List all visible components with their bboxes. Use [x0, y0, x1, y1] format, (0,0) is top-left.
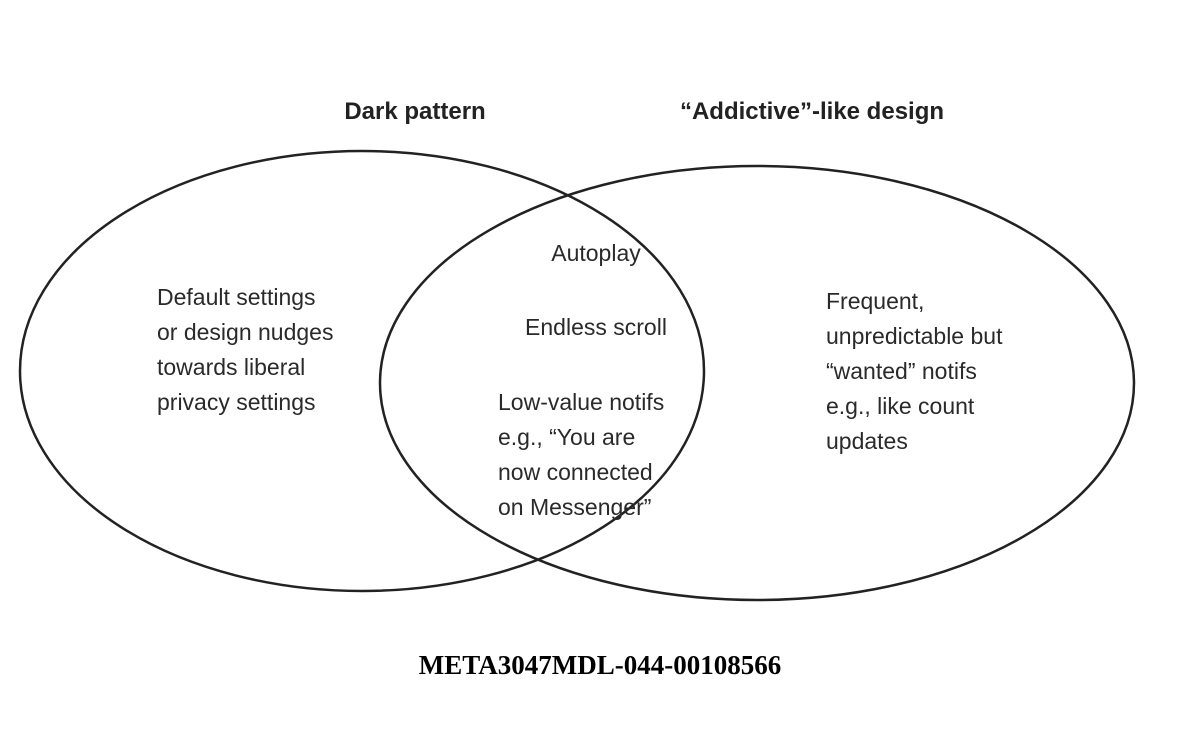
dark-pattern-title: Dark pattern	[344, 98, 486, 125]
bates-number: META3047MDL-044-00108566	[418, 650, 782, 680]
addictive-design-item: Frequent, unpredictable but “wanted” not…	[826, 288, 1003, 454]
addictive-design-title: “Addictive”-like design	[679, 98, 945, 125]
dark-pattern-item: Default settings or design nudges toward…	[157, 284, 334, 415]
addictive-design-ellipse	[378, 164, 1136, 602]
overlap-item-endless-scroll: Endless scroll	[525, 314, 667, 340]
overlap-item-autoplay: Autoplay	[551, 240, 641, 266]
overlap-item-low-value-notifs: Low-value notifs e.g., “You are now conn…	[498, 389, 665, 520]
dark-pattern-ellipse	[18, 149, 706, 593]
